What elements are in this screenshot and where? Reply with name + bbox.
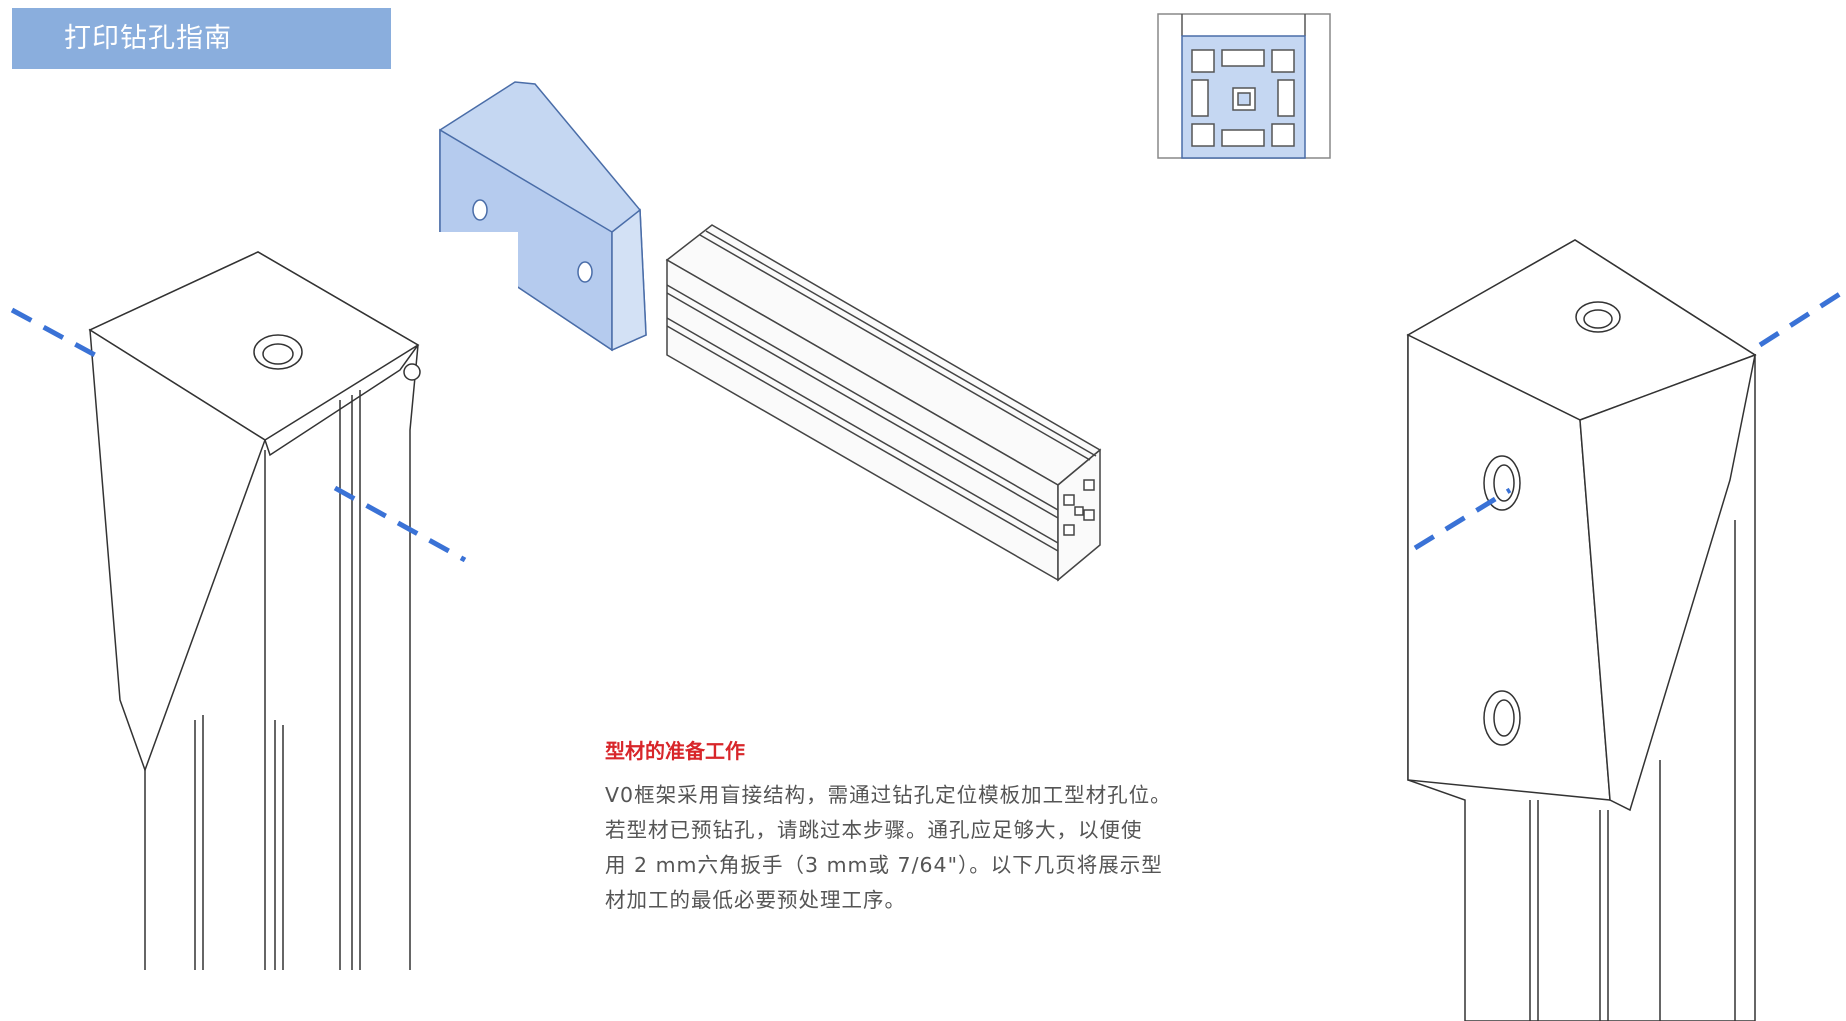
section-body: V0框架采用盲接结构，需通过钻孔定位模板加工型材孔位。 若型材已预钻孔，请跳过本… <box>605 783 1172 912</box>
bracket-cutout-mask <box>425 232 518 312</box>
drill-axis-lines <box>10 287 1846 563</box>
profile-cross-section <box>1157 13 1331 159</box>
page-banner: 打印钻孔指南 <box>12 8 391 69</box>
section-heading: 型材的准备工作 <box>605 739 745 763</box>
section-text: 型材的准备工作 V0框架采用盲接结构，需通过钻孔定位模板加工型材孔位。 若型材已… <box>605 735 1245 918</box>
right-post-assembly <box>1406 239 1757 1021</box>
aluminium-extrusion <box>665 224 1102 582</box>
left-post-assembly <box>88 251 421 970</box>
blue-corner-bracket <box>439 81 647 352</box>
banner-title: 打印钻孔指南 <box>64 23 232 54</box>
